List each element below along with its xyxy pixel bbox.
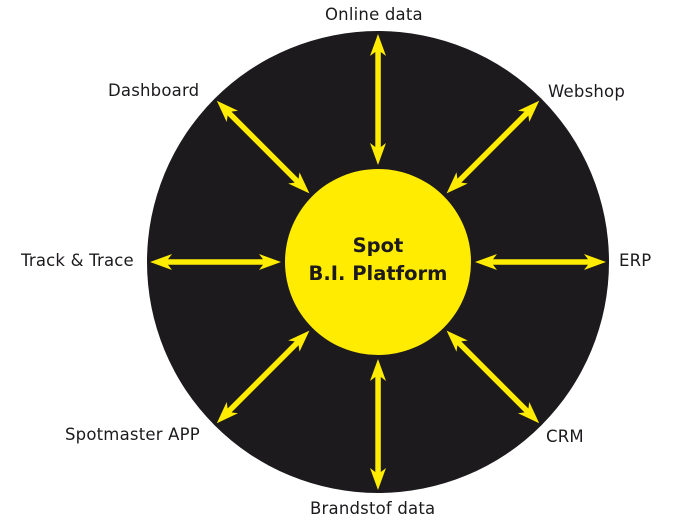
arrow-online-data <box>370 34 386 165</box>
arrows-group <box>150 34 606 490</box>
center-title-line2: B.I. Platform <box>308 262 448 285</box>
arrow-erp <box>475 254 606 270</box>
arrow-brandstof-data <box>370 359 386 490</box>
center-circle <box>285 169 471 355</box>
node-label-crm: CRM <box>546 427 584 446</box>
node-label-webshop: Webshop <box>548 82 625 101</box>
node-label-online-data: Online data <box>325 5 423 24</box>
node-label-erp: ERP <box>619 251 652 270</box>
center-title-line1: Spot <box>352 234 404 257</box>
node-label-brandstof-data: Brandstof data <box>310 499 436 518</box>
arrow-crm <box>446 330 540 424</box>
arrow-spotmaster-app <box>216 330 310 424</box>
arrow-dashboard <box>216 100 310 194</box>
arrow-webshop <box>446 100 540 194</box>
center-title: Spot B.I. Platform <box>285 232 471 288</box>
node-label-dashboard: Dashboard <box>108 81 200 100</box>
node-label-spotmaster-app: Spotmaster APP <box>65 425 200 444</box>
node-label-track-trace: Track & Trace <box>21 251 134 270</box>
arrow-track-trace <box>150 254 281 270</box>
